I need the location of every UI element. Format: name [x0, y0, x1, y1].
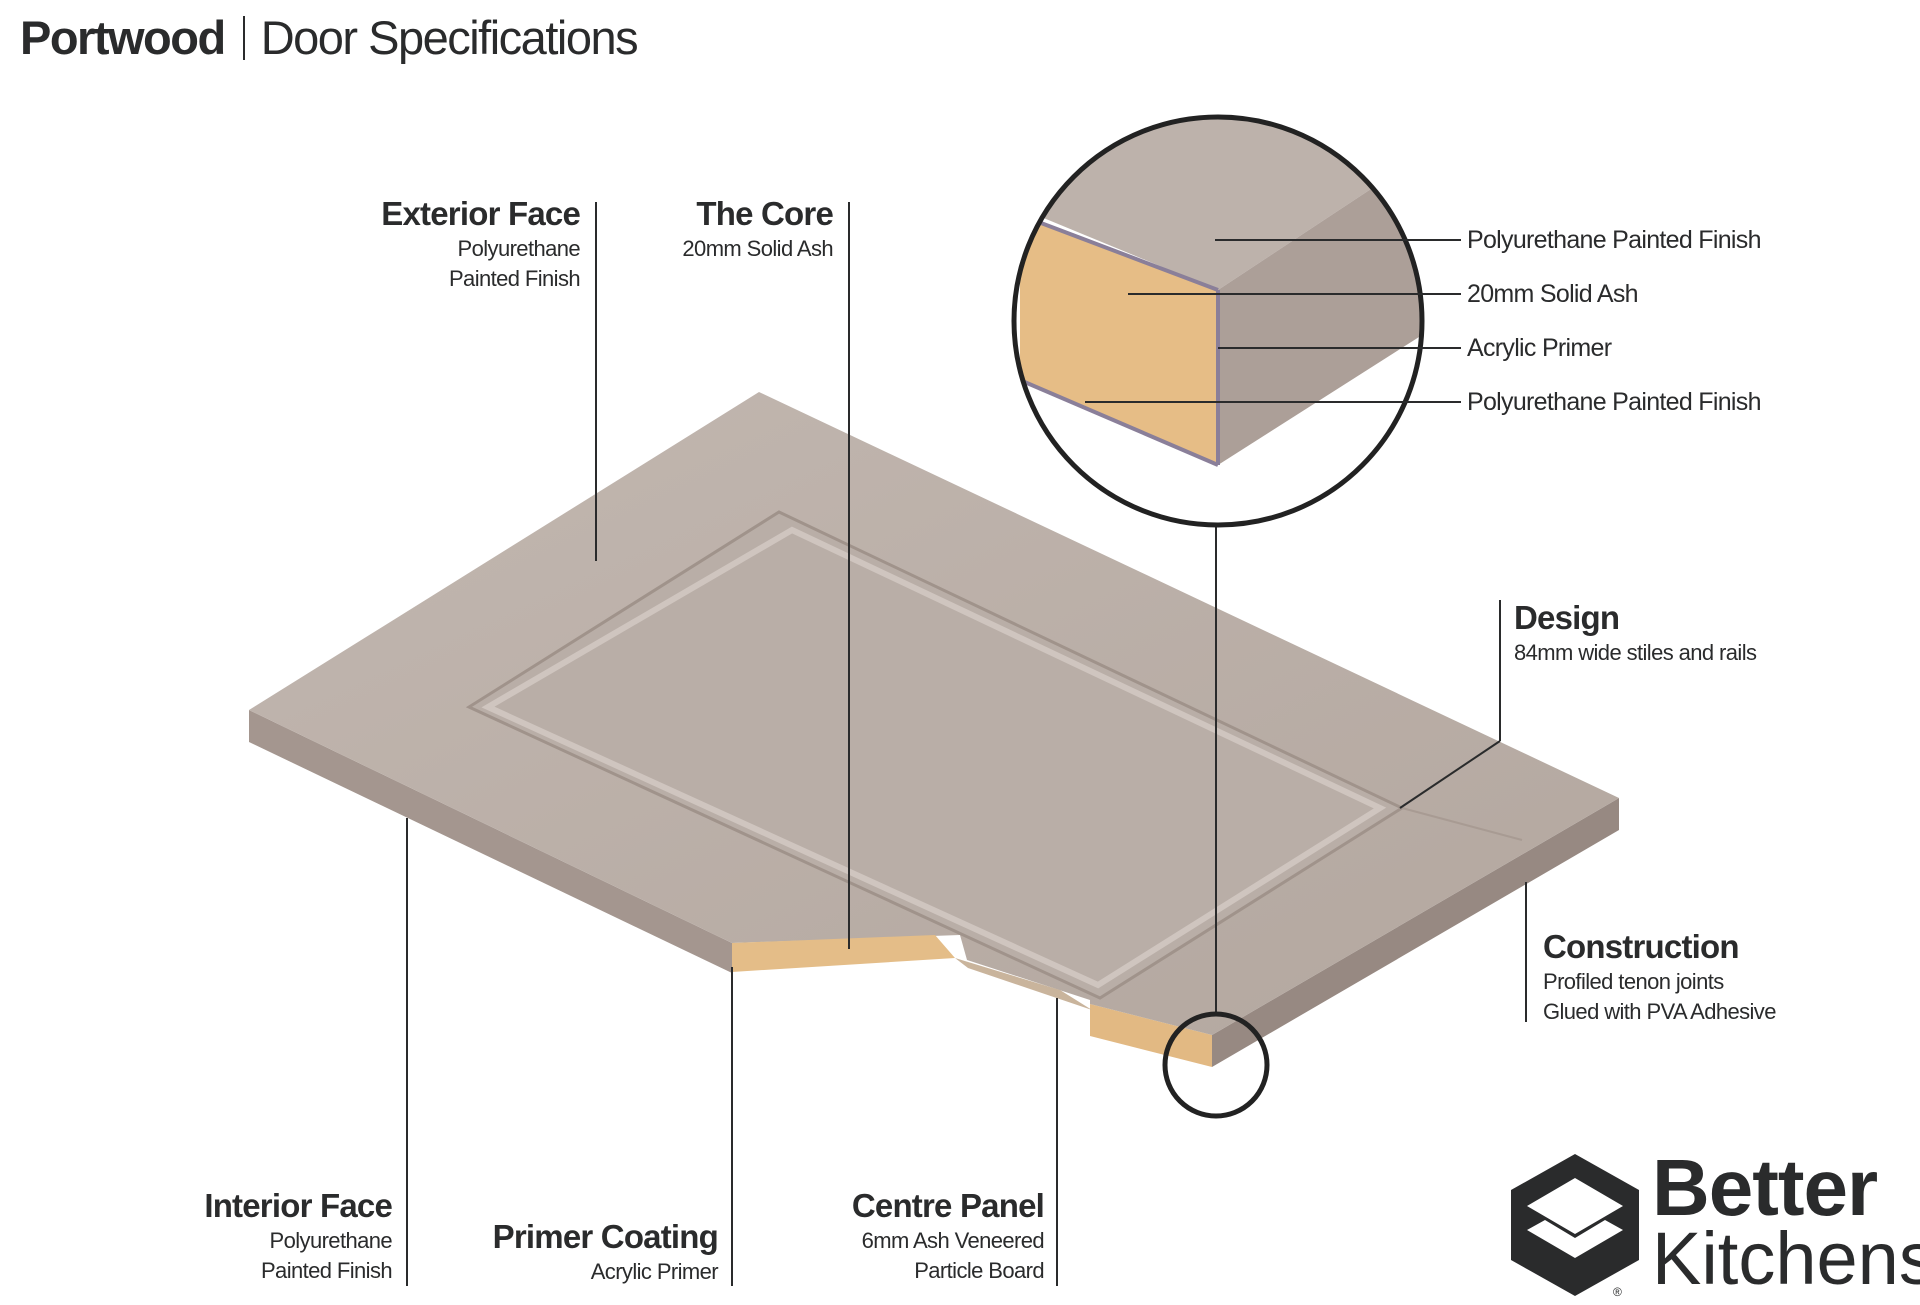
detail-circle: [1011, 114, 1425, 528]
callout-inner-finish: Polyurethane Painted Finish: [1467, 388, 1761, 416]
logo-line-2: Kitchens: [1652, 1217, 1920, 1300]
label-title: Primer Coating: [492, 1218, 719, 1255]
panel-bevel: [481, 526, 1387, 989]
page-subtitle: Door Specifications: [260, 11, 639, 64]
label-title: Construction: [1543, 928, 1740, 965]
callout-outer-finish: Polyurethane Painted Finish: [1467, 226, 1761, 254]
label-text: Polyurethane: [457, 236, 581, 261]
label-title: Design: [1514, 599, 1620, 636]
label-title: The Core: [696, 195, 833, 232]
core-cut-section: [732, 935, 955, 972]
label-interior-face: Interior Face Polyurethane Painted Finis…: [204, 1186, 392, 1286]
detail-leader-lines: [1085, 239, 1461, 403]
label-centre-panel: Centre Panel 6mm Ash Veneered Particle B…: [851, 1186, 1045, 1286]
label-text: Painted Finish: [260, 1258, 393, 1283]
label-title: Interior Face: [204, 1187, 392, 1224]
label-text: Acrylic Primer: [590, 1259, 719, 1284]
label-primer-coating: Primer Coating Acrylic Primer: [492, 1217, 719, 1287]
label-exterior-face: Exterior Face Polyurethane Painted Finis…: [381, 194, 581, 294]
door-left-edge: [249, 710, 732, 973]
particle-board-cut: [955, 958, 1092, 1010]
label-text: Painted Finish: [448, 266, 581, 291]
registered-mark: ®: [1613, 1285, 1622, 1299]
label-text: Polyurethane: [269, 1228, 393, 1253]
title-divider: [242, 16, 245, 60]
brand-name: Portwood: [20, 11, 226, 64]
label-the-core: The Core 20mm Solid Ash: [682, 194, 833, 264]
page-title: Portwood Door Specifications: [20, 10, 639, 65]
label-text: 84mm wide stiles and rails: [1514, 640, 1757, 665]
label-text: Glued with PVA Adhesive: [1543, 999, 1776, 1024]
stile-joint: [1401, 807, 1523, 841]
label-text: Profiled tenon joints: [1543, 969, 1724, 994]
callout-solid-ash: 20mm Solid Ash: [1467, 280, 1639, 308]
label-text: Particle Board: [914, 1258, 1044, 1283]
detail-focus-circle: [1162, 1011, 1270, 1119]
label-title: Exterior Face: [381, 195, 581, 232]
label-text: 6mm Ash Veneered: [861, 1228, 1045, 1253]
label-title: Centre Panel: [851, 1187, 1045, 1224]
centre-panel: [465, 510, 1406, 1000]
callout-acrylic-primer: Acrylic Primer: [1467, 334, 1612, 362]
leader-lines: [406, 202, 1527, 1286]
door-front-edge: [1090, 1004, 1212, 1067]
logo-wordmark: Better Kitchens: [1652, 1148, 1920, 1296]
label-design: Design 84mm wide stiles and rails: [1514, 598, 1757, 668]
label-text: 20mm Solid Ash: [682, 236, 833, 261]
logo-line-1: Better: [1652, 1143, 1878, 1232]
label-construction: Construction Profiled tenon joints Glued…: [1543, 927, 1776, 1027]
better-kitchens-logo-icon: ®: [1511, 1154, 1639, 1299]
door-right-edge: [1212, 798, 1619, 1067]
